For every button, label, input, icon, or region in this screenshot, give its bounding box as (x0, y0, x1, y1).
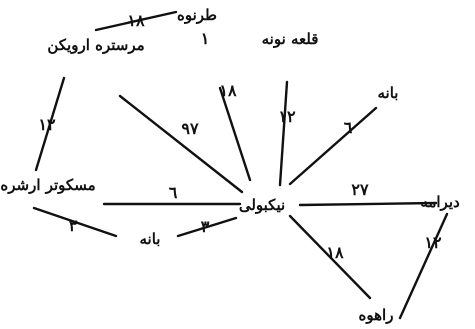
edge-n7-center (176, 216, 238, 238)
edge-n6-center (288, 214, 372, 300)
edge-label-n8-center: ٦ (169, 183, 178, 202)
edge-label-n5-n6: ١٢ (424, 233, 442, 252)
node-label-n3: قلعه نونه (262, 30, 319, 48)
edge-label-n1-n2: ١ (201, 29, 210, 48)
node-label-n6: راهوه (359, 306, 394, 324)
edge-label-n6-center: ١٨ (326, 243, 344, 262)
node-label-n1: طرنوه (177, 6, 217, 24)
edge-n2-center (118, 94, 244, 194)
edge-label-n1-n2: ١٨ (127, 11, 145, 30)
edge-n5-n6 (398, 212, 449, 320)
node-label-n7: بانه (140, 230, 161, 248)
edge-label-n8-n7: ٣ (69, 216, 78, 235)
edge-label-n2-center: ٩٧ (181, 119, 199, 138)
node-label-center: نیکبولی (239, 196, 285, 214)
edges-layer (32, 10, 449, 320)
edge-label-n2-n8: ١٢ (38, 115, 56, 134)
edge-label-n3-center: ١٢ (278, 107, 296, 126)
node-label-n4: بانه (378, 84, 399, 102)
edge-label-n4-center: ٦ (344, 118, 353, 137)
edge-label-n7-center: ٣ (201, 217, 210, 236)
edge-n4-center (288, 106, 378, 186)
edge-n1-center (218, 86, 252, 182)
edge-n3-center (278, 80, 289, 187)
node-labels-layer: نیکبولی طرنوه مرستره ارویکن قلعه نونه بانه دی… (0, 6, 460, 324)
edge-n2-n8 (34, 76, 66, 172)
edge-labels-layer: ١٨ ١ ١٢ ٩٧ ١٨ ١٢ ٦ ٢٧ ١٨ ١٢ ٦ ٣ ٣ (38, 11, 442, 262)
node-label-n5: دیرامه (420, 193, 460, 211)
edge-n8-n7 (32, 206, 118, 238)
edge-label-n1-center: ١٨ (219, 81, 237, 100)
edge-label-n5-center: ٢٧ (351, 180, 369, 199)
node-label-n2: مرستره ارویکن (47, 36, 144, 54)
node-label-n8: مسکوتر ارشره (0, 176, 95, 194)
edge-n1-n2 (94, 10, 178, 32)
edge-n5-center (298, 201, 438, 207)
